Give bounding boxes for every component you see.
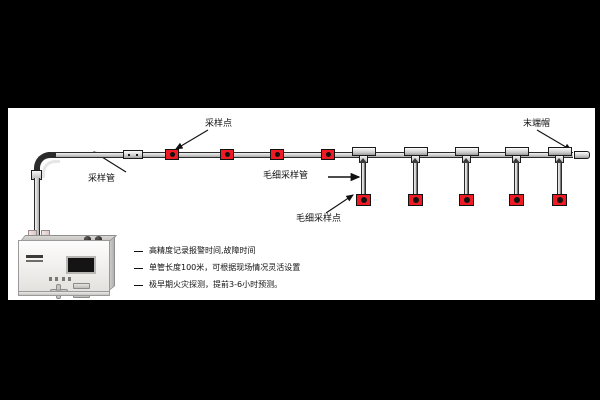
capillary-pipe [464, 163, 469, 195]
capillary-sampling-point [509, 194, 524, 206]
device-front-panel [18, 240, 110, 299]
label-capillary-pipe: 毛细采样管 [263, 171, 309, 181]
device-logo [26, 255, 43, 263]
pipe-coupler [123, 150, 143, 159]
dash-icon [134, 268, 143, 269]
capillary-sampling-point [552, 194, 567, 206]
capillary-sampling-point [459, 194, 474, 206]
coupler-dot-left [128, 154, 130, 156]
main-sampling-pipe [48, 152, 573, 158]
feature-text: 极早期火灾探测，提前3-6小时预测。 [149, 280, 283, 289]
device-indicator-leds [49, 277, 71, 281]
capillary-pipe [413, 163, 418, 195]
device-knob [95, 236, 102, 242]
dash-icon [134, 285, 143, 286]
capillary-sampling-point [408, 194, 423, 206]
sampling-point [321, 149, 335, 160]
device-button[interactable] [73, 283, 90, 289]
tee-fitting [548, 147, 572, 156]
device-base [18, 291, 110, 296]
device-knob [84, 236, 91, 242]
capillary-pipe [361, 163, 366, 195]
feature-text: 单管长度100米，可根据现场情况灵活设置 [149, 263, 301, 272]
sampling-point [220, 149, 234, 160]
feature-text: 高精度记录报警时间,故障时间 [149, 246, 256, 255]
device-logo-bar [26, 260, 43, 262]
pipe-elbow-highlight [42, 160, 60, 178]
capillary-pipe [514, 163, 519, 195]
capillary-pipe [557, 163, 562, 195]
tee-tip [411, 158, 419, 163]
sampling-point [165, 149, 179, 160]
device-led [55, 277, 59, 281]
tee-fitting [352, 147, 376, 156]
tee-fitting [455, 147, 479, 156]
label-sampling-point: 采样点 [205, 119, 233, 129]
capillary-sampling-point [356, 194, 371, 206]
tee-tip [359, 158, 367, 163]
pipe-end-cap [574, 151, 590, 159]
label-sampling-pipe: 采样管 [88, 174, 116, 184]
feature-item: 单管长度100米，可根据现场情况灵活设置 [134, 263, 394, 273]
sampling-detector-unit [18, 230, 118, 299]
label-capillary-point: 毛细采样点 [296, 214, 342, 224]
tee-fitting [404, 147, 428, 156]
device-lcd-screen [66, 256, 96, 274]
pipe-elbow [34, 152, 60, 178]
tee-fitting [505, 147, 529, 156]
feature-list: 高精度记录报警时间,故障时间 单管长度100米，可根据现场情况灵活设置 极早期火… [134, 246, 394, 297]
feature-item: 高精度记录报警时间,故障时间 [134, 246, 394, 256]
feature-item: 极早期火灾探测，提前3-6小时预测。 [134, 280, 394, 290]
tee-tip [512, 158, 520, 163]
device-led [49, 277, 52, 281]
label-end-cap: 末端帽 [523, 119, 551, 129]
coupler-dot-right [136, 154, 138, 156]
tee-tip [555, 158, 563, 163]
device-led [61, 277, 65, 281]
device-led [67, 277, 71, 281]
dash-icon [134, 251, 143, 252]
device-logo-bar [26, 255, 43, 258]
tee-tip [462, 158, 470, 163]
sampling-point [270, 149, 284, 160]
